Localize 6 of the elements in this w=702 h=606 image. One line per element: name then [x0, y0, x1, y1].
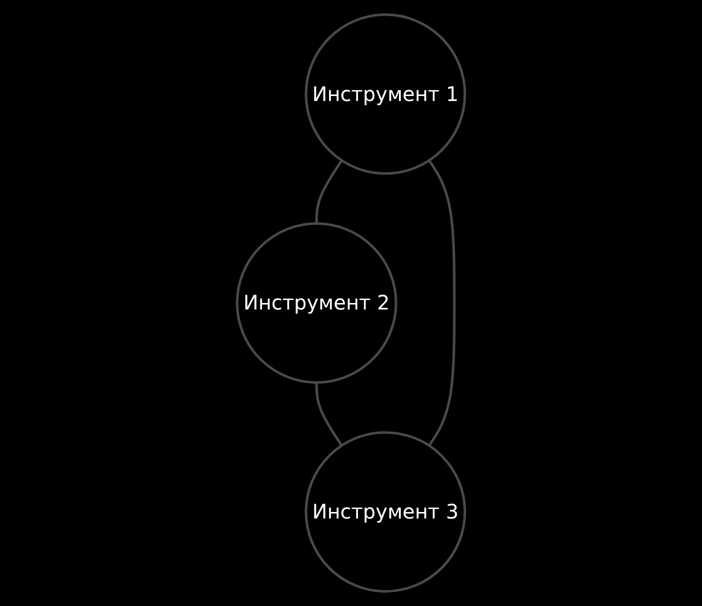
circle-node: Инструмент 2 — [236, 222, 398, 384]
connector-line — [315, 382, 343, 446]
connector-line — [428, 160, 456, 446]
circle-node: Инструмент 3 — [304, 431, 466, 593]
circle-node: Инструмент 1 — [304, 13, 466, 175]
connector-line — [315, 160, 343, 224]
